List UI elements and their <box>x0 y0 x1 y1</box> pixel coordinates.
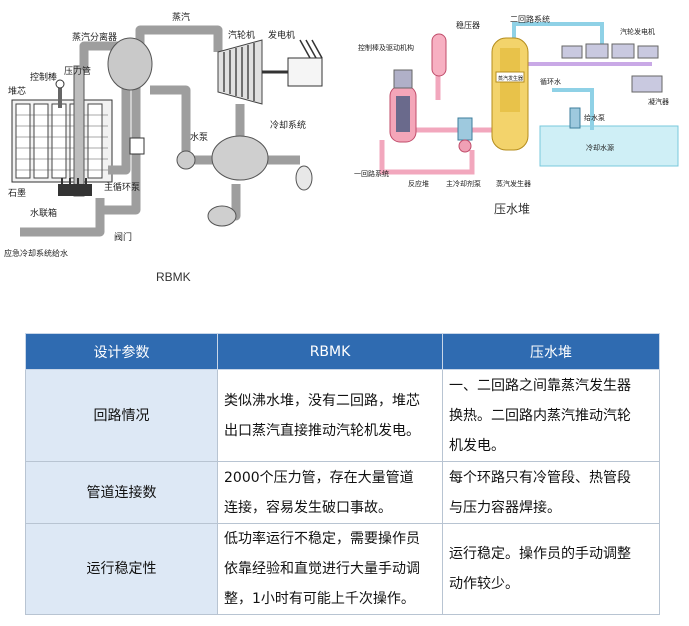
pwr-cell: 运行稳定。操作员的手动调整 动作较少。 <box>442 523 660 615</box>
label-main-coolant-pump: 主冷却剂泵 <box>446 179 481 188</box>
rbmk-pipes <box>20 25 300 237</box>
core-block <box>11 99 113 183</box>
label-primary-loop: 一回路系统 <box>354 169 389 178</box>
steam-generator-tag-label: 蒸汽发生器 <box>498 75 523 82</box>
label-cooling-system: 冷却系统 <box>270 119 306 131</box>
steam-generator-tag <box>495 71 525 83</box>
label-main-pump: 主循环泵 <box>104 181 140 193</box>
cell-line: 一、二回路之间靠蒸汽发生器 <box>449 377 631 394</box>
pwr-cell: 每个环路只有冷管段、热管段 与压力容器焊接。 <box>442 461 660 524</box>
rbmk-cell: 类似沸水堆，没有二回路，堆芯 出口蒸汽直接推动汽轮机发电。 <box>217 369 443 462</box>
main-circulation-pump <box>129 137 145 155</box>
comparison-table: 设计参数 RBMK 压水堆 回路情况 类似沸水堆，没有二回路，堆芯 出口蒸汽直接… <box>25 333 660 615</box>
cell-line: 动作较少。 <box>449 576 519 592</box>
table-header-row: 设计参数 RBMK 压水堆 <box>25 333 660 370</box>
turbine <box>217 39 263 105</box>
label-steam-generator: 蒸汽发生器 <box>496 179 531 188</box>
label-circulating-water: 循环水 <box>540 77 561 86</box>
label-steam: 蒸汽 <box>172 11 190 23</box>
cell-line: 换热。二回路内蒸汽推动汽轮 <box>449 407 631 424</box>
generator <box>262 39 323 87</box>
pwr-diagram: 蒸汽发生器 稳压器 二回路系统 控制棒及驱动机构 一回路系统 反应堆 主冷却剂泵… <box>354 14 679 188</box>
label-water-header: 水联箱 <box>30 207 57 219</box>
control-rod-head <box>55 79 65 89</box>
label-graphite: 石墨 <box>8 188 26 199</box>
label-valve: 阀门 <box>114 231 132 243</box>
steam-generator: 蒸汽发生器 <box>491 37 529 151</box>
pressurizer <box>431 33 447 77</box>
label-core: 堆芯 <box>8 85 26 97</box>
label-water-pump: 水泵 <box>190 131 208 143</box>
turbine-generator <box>561 43 659 59</box>
label-turbine: 汽轮机 <box>228 29 255 41</box>
cell-line: 机发电。 <box>449 437 505 454</box>
table-row: 回路情况 类似沸水堆，没有二回路，堆芯 出口蒸汽直接推动汽轮机发电。 一、二回路… <box>25 369 660 462</box>
condenser <box>631 75 663 93</box>
rbmk-diagram: 蒸汽 蒸汽分离器 压力管 控制棒 堆芯 石墨 水联箱 应急冷却系统给水 阀门 主… <box>4 11 323 258</box>
reactor-vessel <box>389 69 417 143</box>
steam-separator <box>107 37 153 91</box>
rbmk-cell: 低功率运行不稳定，需要操作员 依靠经验和直觉进行大量手动调 整，1小时有可能上千… <box>217 523 443 615</box>
param-cell: 运行稳定性 <box>25 523 218 615</box>
rbmk-cell: 2000个压力管，存在大量管道 连接，容易发生破口事故。 <box>217 461 443 524</box>
feed-pump <box>569 107 581 129</box>
main-coolant-pump <box>457 117 473 153</box>
label-cooling-water-source: 冷却水源 <box>586 143 614 152</box>
pwr-caption: 压水堆 <box>494 202 531 216</box>
water-pump <box>176 150 196 170</box>
label-condenser: 凝汽器 <box>648 97 669 106</box>
cell-line: 低功率运行不稳定，需要操作员 <box>224 531 420 547</box>
label-reactor: 反应堆 <box>408 179 429 188</box>
table-row: 管道连接数 2000个压力管，存在大量管道 连接，容易发生破口事故。 每个环路只… <box>25 461 660 524</box>
label-feed-pump: 给水泵 <box>584 113 605 122</box>
cell-line: 运行稳定。操作员的手动调整 <box>449 546 631 562</box>
cell-line: 依靠经验和直觉进行大量手动调 <box>224 561 420 577</box>
pressure-tube <box>73 65 85 197</box>
cell-line: 出口蒸汽直接推动汽轮机发电。 <box>224 422 420 439</box>
cell-line: 与压力容器焊接。 <box>449 499 561 516</box>
cooling-tank <box>207 205 237 227</box>
param-cell: 管道连接数 <box>25 461 218 524</box>
cell-line: 整，1小时有可能上千次操作。 <box>224 591 415 607</box>
label-control-rod: 控制棒 <box>30 71 57 83</box>
param-cell: 回路情况 <box>25 369 218 462</box>
cooling-system <box>211 135 269 181</box>
label-steam-separator: 蒸汽分离器 <box>72 31 117 43</box>
cell-line: 连接，容易发生破口事故。 <box>224 499 392 516</box>
label-emergency-feedwater: 应急冷却系统给水 <box>4 248 68 258</box>
label-pressurizer: 稳压器 <box>456 20 480 30</box>
cell-line: 2000个压力管，存在大量管道 <box>224 469 414 486</box>
label-generator: 发电机 <box>268 29 295 41</box>
water-header <box>58 184 92 196</box>
header-design-param: 设计参数 <box>25 333 218 370</box>
cell-line: 每个环路只有冷管段、热管段 <box>449 469 631 486</box>
label-control-rod-drive: 控制棒及驱动机构 <box>358 43 414 52</box>
cooling-outlet <box>295 165 313 191</box>
rbmk-caption: RBMK <box>156 270 191 284</box>
control-rod <box>58 86 62 108</box>
header-rbmk: RBMK <box>217 333 443 370</box>
cell-line: 类似沸水堆，没有二回路，堆芯 <box>224 392 420 409</box>
label-turbine-generator: 汽轮发电机 <box>620 27 655 36</box>
label-secondary-loop: 二回路系统 <box>510 14 550 24</box>
pwr-cell: 一、二回路之间靠蒸汽发生器 换热。二回路内蒸汽推动汽轮 机发电。 <box>442 369 660 462</box>
pwr-secondary-pipes <box>512 22 604 130</box>
table-row: 运行稳定性 低功率运行不稳定，需要操作员 依靠经验和直觉进行大量手动调 整，1小… <box>25 523 660 615</box>
label-pressure-tube: 压力管 <box>64 65 91 77</box>
header-pwr: 压水堆 <box>442 333 660 370</box>
cooling-water-pool <box>539 125 679 167</box>
